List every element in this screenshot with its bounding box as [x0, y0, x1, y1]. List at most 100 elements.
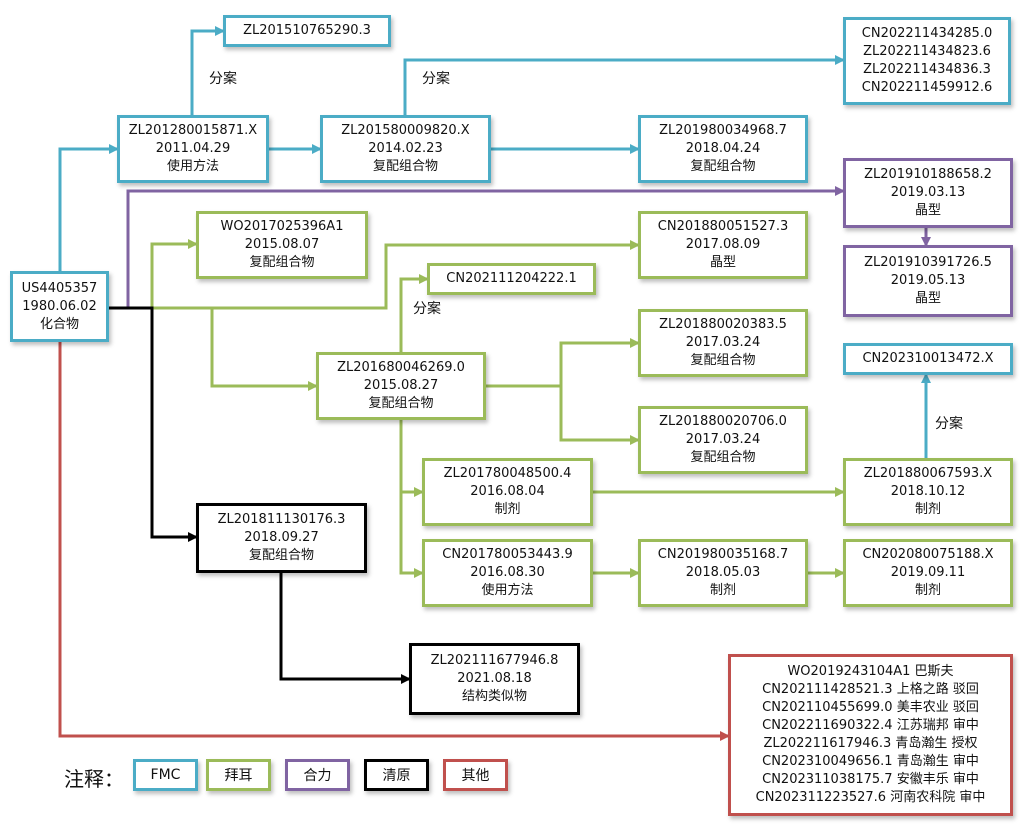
- patent-node-line: ZL202211617946.3 青岛瀚生 授权: [763, 736, 978, 751]
- patent-node-line: 使用方法: [166, 159, 219, 174]
- patent-node-line: ZL201880020706.0: [659, 414, 787, 429]
- patent-node-line: 2021.08.18: [457, 671, 532, 686]
- patent-node-line: 2018.04.24: [685, 141, 761, 156]
- connector-qingyuan-20: [279, 573, 411, 684]
- connector-fmc-3: [403, 55, 845, 115]
- patent-node-line: 2016.08.04: [470, 484, 545, 499]
- patent-node-line: 2019.03.13: [890, 185, 966, 200]
- patent-node-line: 2017.03.24: [685, 432, 761, 447]
- patent-node-line: 复配组合物: [248, 548, 314, 563]
- patent-node-line: 2011.04.29: [155, 141, 231, 156]
- divisional-label: 分案: [935, 416, 963, 432]
- connector-fmc-1: [190, 26, 225, 115]
- legend-title: 注释：: [64, 767, 124, 791]
- patent-node-line: CN202311223527.6 河南农科院 审中: [755, 790, 986, 805]
- patent-node-line: 制剂: [494, 502, 521, 517]
- patent-node-line: CN202111428521.3 上格之路 驳回: [762, 682, 979, 697]
- patent-node-line: CN201880051527.3: [657, 219, 789, 234]
- patent-node-line: CN202211459912.6: [861, 80, 993, 95]
- patent-node-line: 2019.05.13: [890, 273, 966, 288]
- patent-node-line: 2017.08.09: [685, 237, 761, 252]
- patent-node-line: 2018.10.12: [890, 484, 966, 499]
- patent-node-zl2018b: ZL201880020383.5 2017.03.24 复配组合物: [638, 309, 808, 377]
- patent-node-line: 晶型: [709, 255, 736, 270]
- patent-node-line: 2016.08.30: [470, 565, 545, 580]
- legend-item-qingyuan: 清原: [364, 759, 429, 791]
- patent-node-line: ZL201580009820.X: [341, 123, 470, 138]
- patent-node-line: 2017.03.24: [685, 335, 761, 350]
- patent-node-line: ZL201910391726.5: [864, 255, 992, 270]
- connector-fmc-0: [58, 144, 119, 271]
- connector-other-21: [58, 342, 730, 741]
- patent-node-line: 制剂: [914, 583, 941, 598]
- legend-item-other: 其他: [443, 759, 508, 791]
- legend-item-fmc: FMC: [133, 759, 198, 791]
- patent-node-line: WO2017025396A1: [220, 219, 344, 234]
- patent-node-line: ZL201510765290.3: [243, 23, 371, 38]
- patent-node-line: 2015.08.07: [244, 237, 320, 252]
- patent-node-zl2017a: ZL201780048500.4 2016.08.04 制剂: [422, 458, 593, 526]
- patent-node-line: CN201980035168.7: [657, 547, 789, 562]
- patent-node-line: 复配组合物: [690, 159, 756, 174]
- connector-bayer-15: [399, 492, 424, 578]
- connector-bayer-14: [399, 420, 424, 497]
- patent-node-line: 结构类似物: [461, 689, 527, 704]
- patent-node-line: ZL201910188658.2: [864, 167, 992, 182]
- connector-bayer-8: [109, 240, 640, 310]
- patent-node-line: 晶型: [914, 291, 941, 306]
- connector-bayer-11: [399, 274, 429, 352]
- patent-node-line: ZL201880020383.5: [659, 317, 787, 332]
- patent-node-line: 1980.06.02: [22, 298, 97, 314]
- patent-node-line: 复配组合物: [690, 353, 756, 368]
- patent-node-line: 复配组合物: [690, 450, 756, 465]
- patent-node-zl2019a: ZL201980034968.7 2018.04.24 复配组合物: [638, 115, 808, 183]
- divisional-label: 分案: [413, 301, 441, 317]
- patent-node-line: 化合物: [39, 316, 79, 332]
- patent-node-cn2021div: CN202111204222.1: [427, 263, 596, 295]
- patent-node-zl2018c: ZL201880020706.0 2017.03.24 复配组合物: [638, 406, 808, 474]
- patent-node-line: ZL201811130176.3: [217, 512, 346, 527]
- patent-node-wo2017: WO2017025396A1 2015.08.07 复配组合物: [196, 211, 368, 279]
- patent-node-us: US4405357 1980.06.02 化合物: [10, 271, 109, 342]
- patent-node-cn2023a: CN202310013472.X: [843, 343, 1013, 375]
- connector-qingyuan-19: [109, 306, 198, 542]
- divisional-label: 分案: [422, 71, 450, 87]
- patent-node-line: ZL201280015871.X: [128, 123, 258, 138]
- legend-item-bayer: 拜耳: [206, 759, 271, 791]
- connector-bayer-13: [559, 386, 640, 445]
- patent-node-line: ZL202111677946.8: [430, 653, 559, 668]
- patent-node-line: CN202211690322.4 江苏瑞邦 审中: [762, 718, 979, 733]
- patent-node-line: 制剂: [709, 583, 736, 598]
- patent-node-line: ZL201980034968.7: [659, 123, 787, 138]
- patent-node-line: 复配组合物: [368, 396, 434, 411]
- patent-node-line: ZL202211434836.3: [863, 62, 991, 77]
- patent-node-line: US4405357: [21, 280, 98, 296]
- patent-node-line: 使用方法: [481, 583, 534, 598]
- patent-node-zl2015div: ZL201510765290.3: [223, 15, 391, 47]
- patent-node-line: 复配组合物: [249, 255, 315, 270]
- connector-bayer-9: [150, 239, 198, 308]
- patent-node-line: CN202310013472.X: [862, 351, 994, 366]
- patent-node-line: CN202211434285.0: [861, 26, 993, 41]
- patent-node-line: CN201780053443.9: [442, 547, 573, 562]
- patent-node-line: 晶型: [914, 203, 941, 218]
- connector-heli-6: [126, 186, 845, 308]
- patent-node-line: 2014.02.23: [368, 141, 443, 156]
- divisional-label: 分案: [209, 71, 237, 87]
- patent-node-line: 2015.08.27: [363, 378, 439, 393]
- patent-node-line: ZL202211434823.6: [863, 44, 991, 59]
- patent-node-line: CN202311038175.7 安徽丰乐 审中: [762, 772, 979, 787]
- patent-node-line: ZL201780048500.4: [443, 466, 572, 481]
- patent-node-zl2021: ZL202111677946.8 2021.08.18 结构类似物: [409, 643, 580, 715]
- connector-bayer-10: [210, 308, 318, 391]
- patent-node-line: CN202111204222.1: [446, 271, 577, 286]
